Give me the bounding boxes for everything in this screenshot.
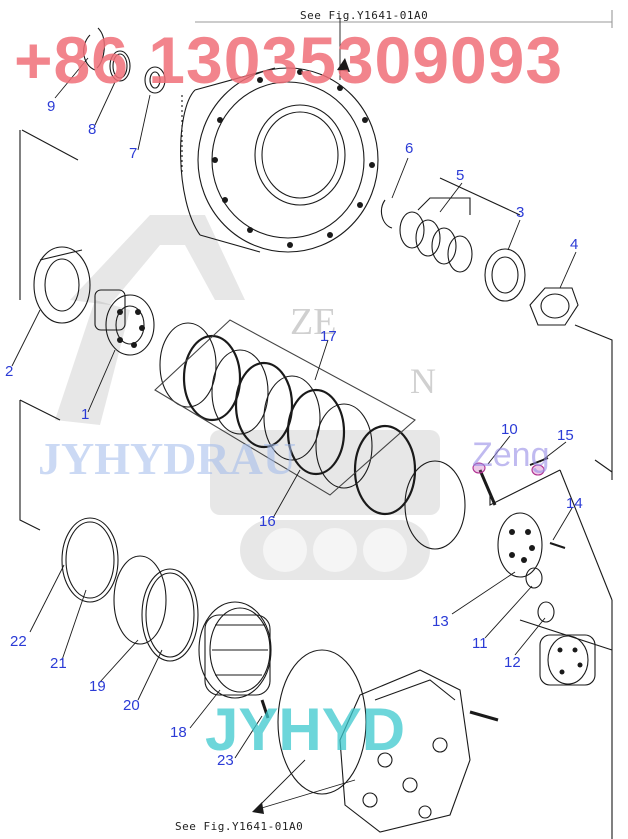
callout-16: 16: [259, 513, 276, 530]
gear-shaft: [94, 289, 155, 356]
callout-18: 18: [170, 724, 187, 741]
callout-13: 13: [432, 613, 449, 630]
ze-logo-watermark: ZE: [290, 301, 337, 343]
callout-21: 21: [50, 655, 67, 672]
brand-watermark: JYHYDRAU: [38, 433, 297, 484]
friction-disc-stack: [154, 319, 466, 550]
callout-12: 12: [504, 654, 521, 671]
callout-11: 11: [472, 635, 488, 652]
reference-note-bottom: See Fig.Y1641-01A0: [175, 820, 304, 833]
valve-block: [339, 669, 499, 833]
brake-piston: [198, 601, 272, 699]
callout-8: 8: [88, 121, 97, 138]
callout-19: 19: [89, 678, 106, 695]
brand-cyan-watermark: JYHYD: [205, 696, 406, 763]
callout-23: 23: [217, 752, 234, 769]
callout-15: 15: [557, 427, 574, 444]
callout-2: 2: [5, 363, 14, 380]
callout-5: 5: [456, 167, 465, 184]
callout-14: 14: [566, 495, 583, 512]
zeng-watermark: Zeng: [472, 436, 550, 474]
callout-4: 4: [570, 236, 579, 253]
callout-6: 6: [405, 140, 414, 157]
callout-10: 10: [501, 421, 518, 438]
n-logo-watermark: N: [410, 361, 436, 401]
callout-7: 7: [129, 145, 138, 162]
reference-note-top: See Fig.Y1641-01A0: [300, 9, 429, 22]
callout-22: 22: [10, 633, 27, 650]
motor-housing: [180, 67, 379, 253]
excavator-watermark: [55, 215, 440, 580]
callout-20: 20: [123, 697, 140, 714]
callout-17: 17: [320, 328, 337, 345]
callout-3: 3: [516, 204, 525, 221]
callout-1: 1: [81, 406, 90, 423]
callout-9: 9: [47, 98, 56, 115]
phone-watermark: +86 13035309093: [14, 23, 564, 97]
